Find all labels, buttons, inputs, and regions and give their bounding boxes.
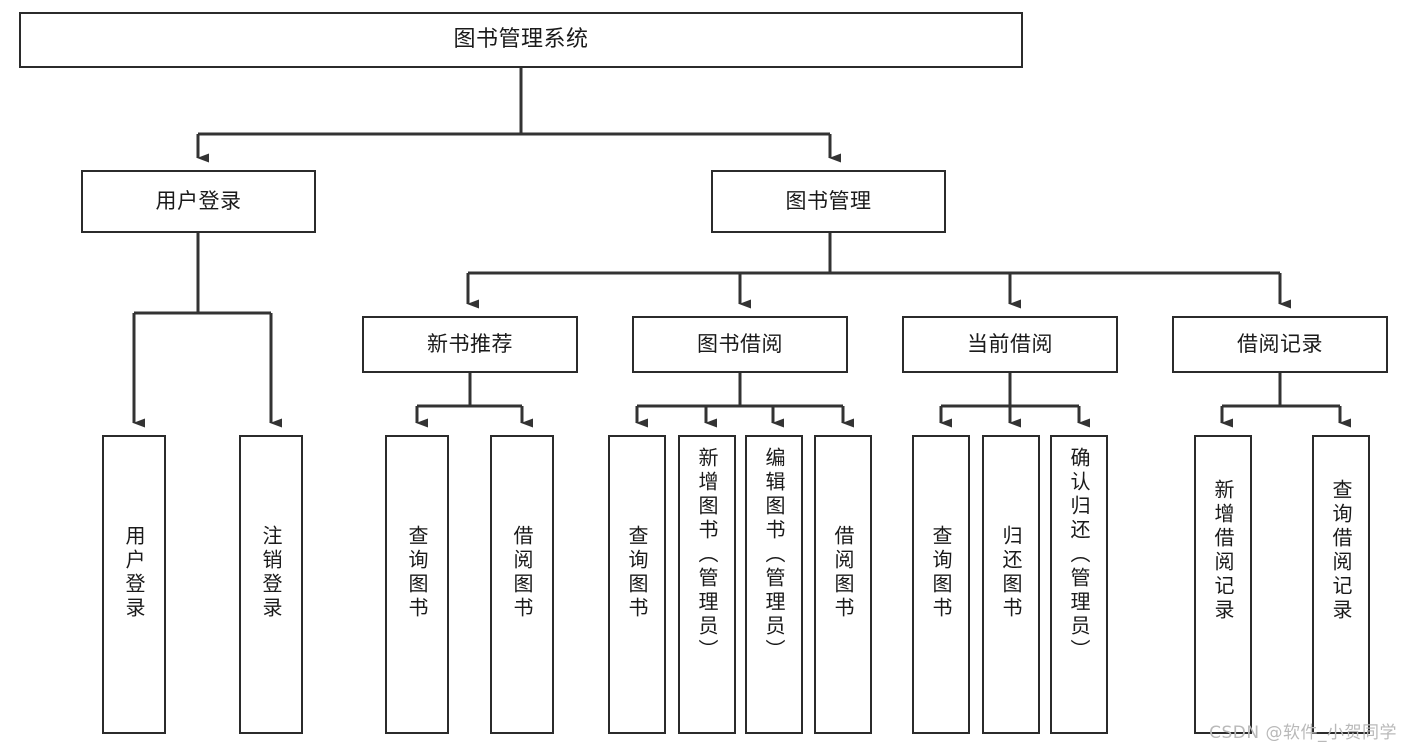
leaf-query-book-current[interactable]: 查询图书 — [912, 435, 970, 734]
node-label: 归还图书 — [999, 525, 1023, 621]
leaf-user-login[interactable]: 用户登录 — [102, 435, 166, 734]
node-label: 图书借阅 — [697, 332, 783, 357]
node-label: 借阅图书 — [831, 525, 855, 621]
node-label: 注销登录 — [259, 525, 283, 621]
csdn-watermark: CSDN @软件_小贺同学 — [1209, 723, 1397, 743]
node-current-borrow[interactable]: 当前借阅 — [902, 316, 1118, 373]
node-borrow-record[interactable]: 借阅记录 — [1172, 316, 1388, 373]
leaf-add-borrow-record[interactable]: 新增借阅记录 — [1194, 435, 1252, 734]
leaf-return-book[interactable]: 归还图书 — [982, 435, 1040, 734]
node-label: 借阅记录 — [1237, 332, 1323, 357]
node-label: 新书推荐 — [427, 332, 513, 357]
node-new-book-recommend[interactable]: 新书推荐 — [362, 316, 578, 373]
node-label: 新增借阅记录 — [1211, 479, 1235, 623]
node-label: 用户登录 — [155, 189, 242, 214]
node-label: 当前借阅 — [967, 332, 1053, 357]
leaf-add-book[interactable]: 新增图书（管理员） — [678, 435, 736, 734]
node-root-book-management-system[interactable]: 图书管理系统 — [19, 12, 1023, 68]
node-user-login[interactable]: 用户登录 — [81, 170, 316, 233]
node-book-manage[interactable]: 图书管理 — [711, 170, 946, 233]
leaf-query-book-borrow[interactable]: 查询图书 — [608, 435, 666, 734]
leaf-query-book-new[interactable]: 查询图书 — [385, 435, 449, 734]
node-label: 编辑图书（管理员） — [762, 447, 786, 663]
leaf-borrow-book[interactable]: 借阅图书 — [814, 435, 872, 734]
node-label: 查询图书 — [405, 525, 429, 621]
node-label: 查询借阅记录 — [1329, 479, 1353, 623]
node-label: 新增图书（管理员） — [695, 447, 719, 663]
node-label: 图书管理 — [785, 189, 872, 214]
node-label: 确认归还（管理员） — [1067, 447, 1091, 663]
leaf-logout-login[interactable]: 注销登录 — [239, 435, 303, 734]
node-book-borrow[interactable]: 图书借阅 — [632, 316, 848, 373]
leaf-query-borrow-record[interactable]: 查询借阅记录 — [1312, 435, 1370, 734]
node-label: 查询图书 — [929, 525, 953, 621]
node-label: 借阅图书 — [510, 525, 534, 621]
leaf-confirm-return[interactable]: 确认归还（管理员） — [1050, 435, 1108, 734]
node-label: 查询图书 — [625, 525, 649, 621]
node-label: 图书管理系统 — [453, 27, 589, 53]
leaf-borrow-book-new[interactable]: 借阅图书 — [490, 435, 554, 734]
node-label: 用户登录 — [122, 525, 146, 621]
leaf-edit-book[interactable]: 编辑图书（管理员） — [745, 435, 803, 734]
